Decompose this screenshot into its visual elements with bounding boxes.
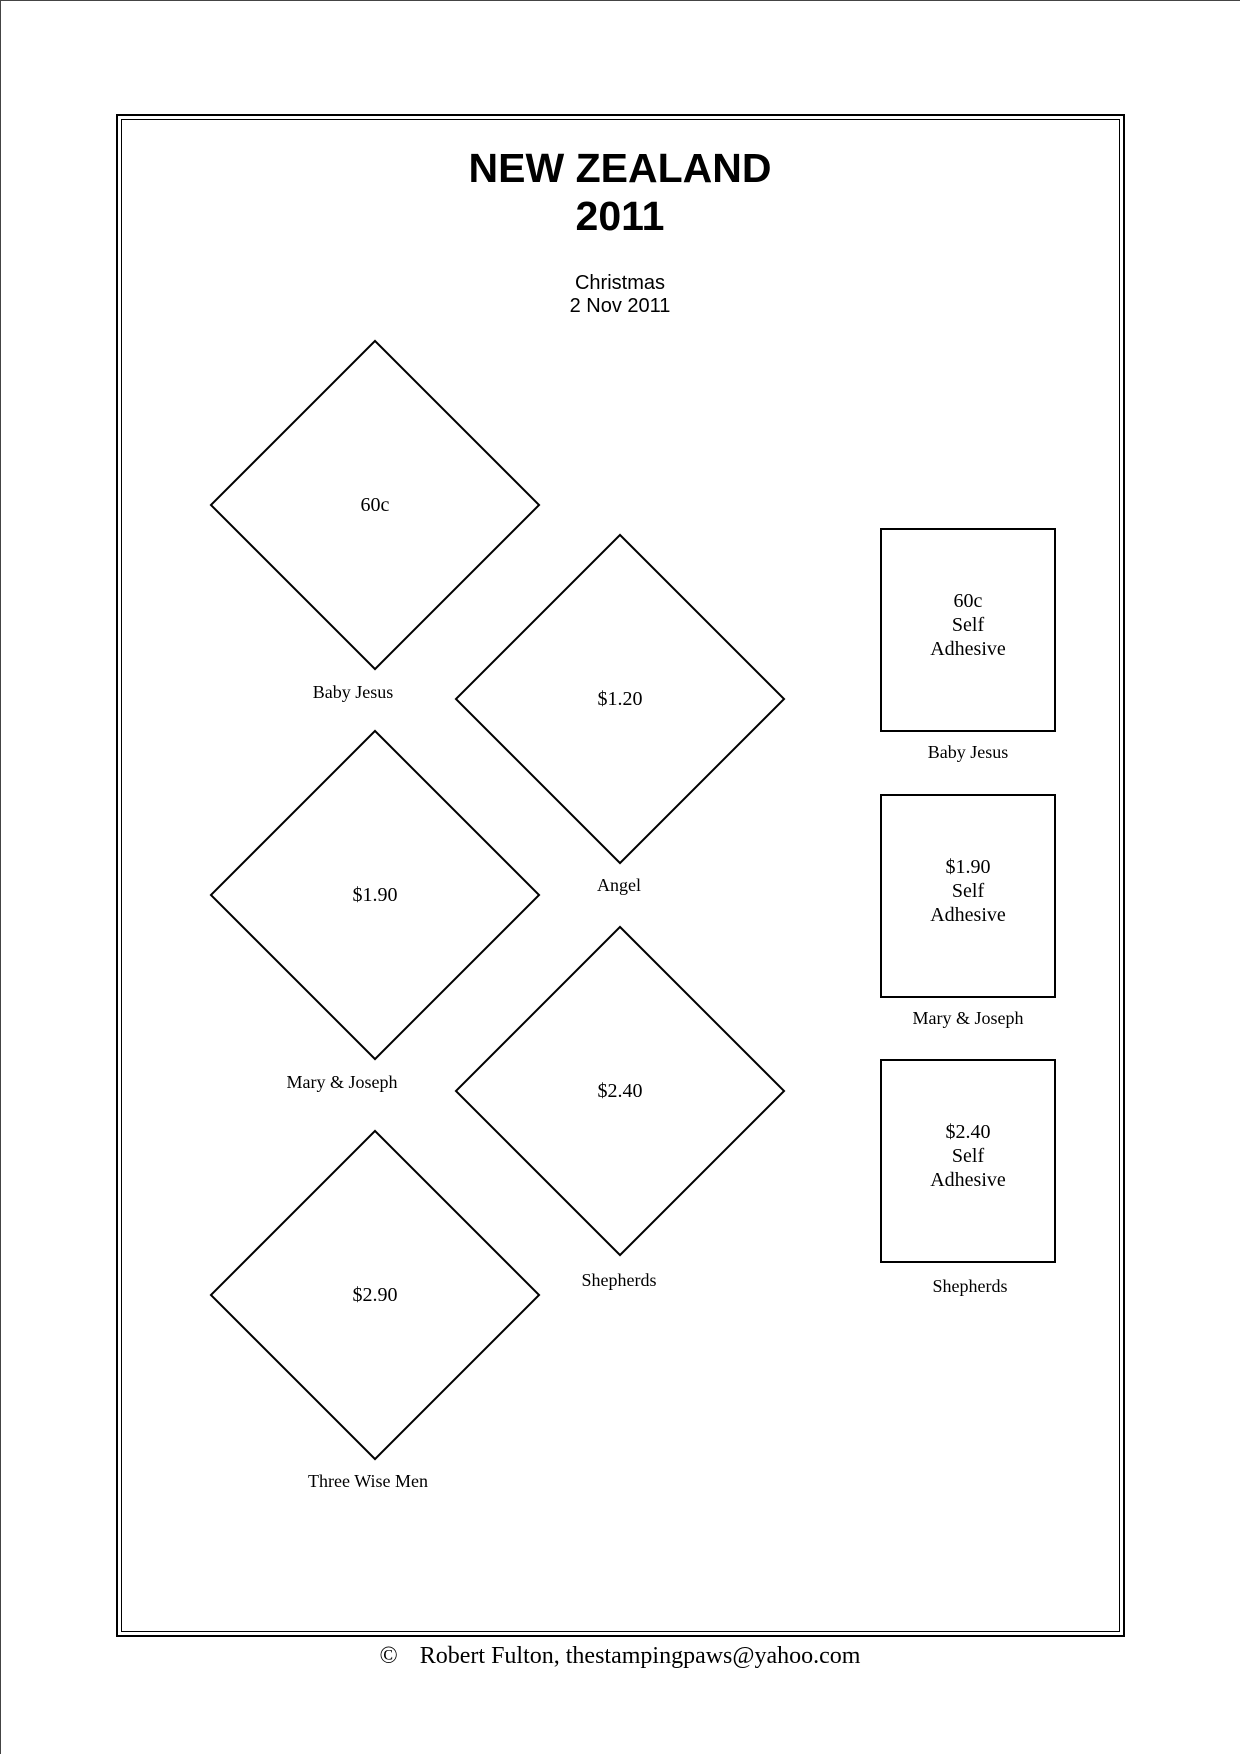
stamp-type-line: Adhesive bbox=[930, 638, 1006, 660]
stamp-caption: Mary & Joseph bbox=[286, 1072, 398, 1092]
stamp-space-self-adhesive: $2.40 Self Adhesive bbox=[880, 1059, 1056, 1263]
stamp-caption: Baby Jesus bbox=[312, 682, 394, 702]
stamp-value: $2.40 bbox=[945, 1121, 991, 1143]
stamp-space-diamond: $2.90 bbox=[209, 1129, 541, 1461]
page-year: 2011 bbox=[575, 193, 665, 239]
stamp-caption: Shepherds bbox=[581, 1270, 657, 1290]
stamp-space-self-adhesive: $1.90 Self Adhesive bbox=[880, 794, 1056, 998]
stamp-space-diamond: $2.40 bbox=[454, 925, 786, 1257]
stamp-space-diamond: 60c bbox=[209, 339, 541, 671]
page-border-inner bbox=[121, 119, 1120, 1632]
stamp-space-diamond: $1.20 bbox=[454, 533, 786, 865]
stamp-value: $2.90 bbox=[352, 1283, 398, 1306]
issue-name: Christmas bbox=[574, 272, 665, 294]
stamp-type-line: Adhesive bbox=[930, 1169, 1006, 1191]
stamp-type-line: Self bbox=[951, 1145, 985, 1167]
page-title: NEW ZEALAND bbox=[468, 145, 772, 191]
stamp-caption: Angel bbox=[597, 875, 641, 895]
stamp-space-diamond: $1.90 bbox=[209, 729, 541, 1061]
stamp-type-line: Self bbox=[951, 614, 985, 636]
stamp-value: 60c bbox=[953, 590, 983, 612]
stamp-caption: Baby Jesus bbox=[927, 742, 1009, 762]
stamp-type-line: Adhesive bbox=[930, 904, 1006, 926]
stamp-description: $1.90 Self Adhesive bbox=[882, 855, 1054, 927]
stamp-type-line: Self bbox=[951, 880, 985, 902]
stamp-caption: Mary & Joseph bbox=[912, 1008, 1024, 1028]
copyright-symbol: © bbox=[379, 1643, 398, 1669]
issue-date: 2 Nov 2011 bbox=[569, 295, 671, 317]
stamp-description: 60c Self Adhesive bbox=[882, 589, 1054, 661]
stamp-value: $1.90 bbox=[945, 856, 991, 878]
footer-credit: Robert Fulton, thestampingpaws@yahoo.com bbox=[419, 1643, 861, 1669]
stamp-value: $2.40 bbox=[597, 1079, 643, 1102]
footer-credit-line: © Robert Fulton, thestampingpaws@yahoo.co… bbox=[0, 1642, 1240, 1670]
stamp-value: 60c bbox=[360, 493, 390, 516]
stamp-caption: Three Wise Men bbox=[308, 1471, 428, 1491]
stamp-value: $1.20 bbox=[597, 687, 643, 710]
stamp-space-self-adhesive: 60c Self Adhesive bbox=[880, 528, 1056, 732]
stamp-value: $1.90 bbox=[352, 883, 398, 906]
stamp-caption: Shepherds bbox=[932, 1276, 1008, 1296]
stamp-description: $2.40 Self Adhesive bbox=[882, 1120, 1054, 1192]
page-border-outer bbox=[116, 114, 1125, 1637]
